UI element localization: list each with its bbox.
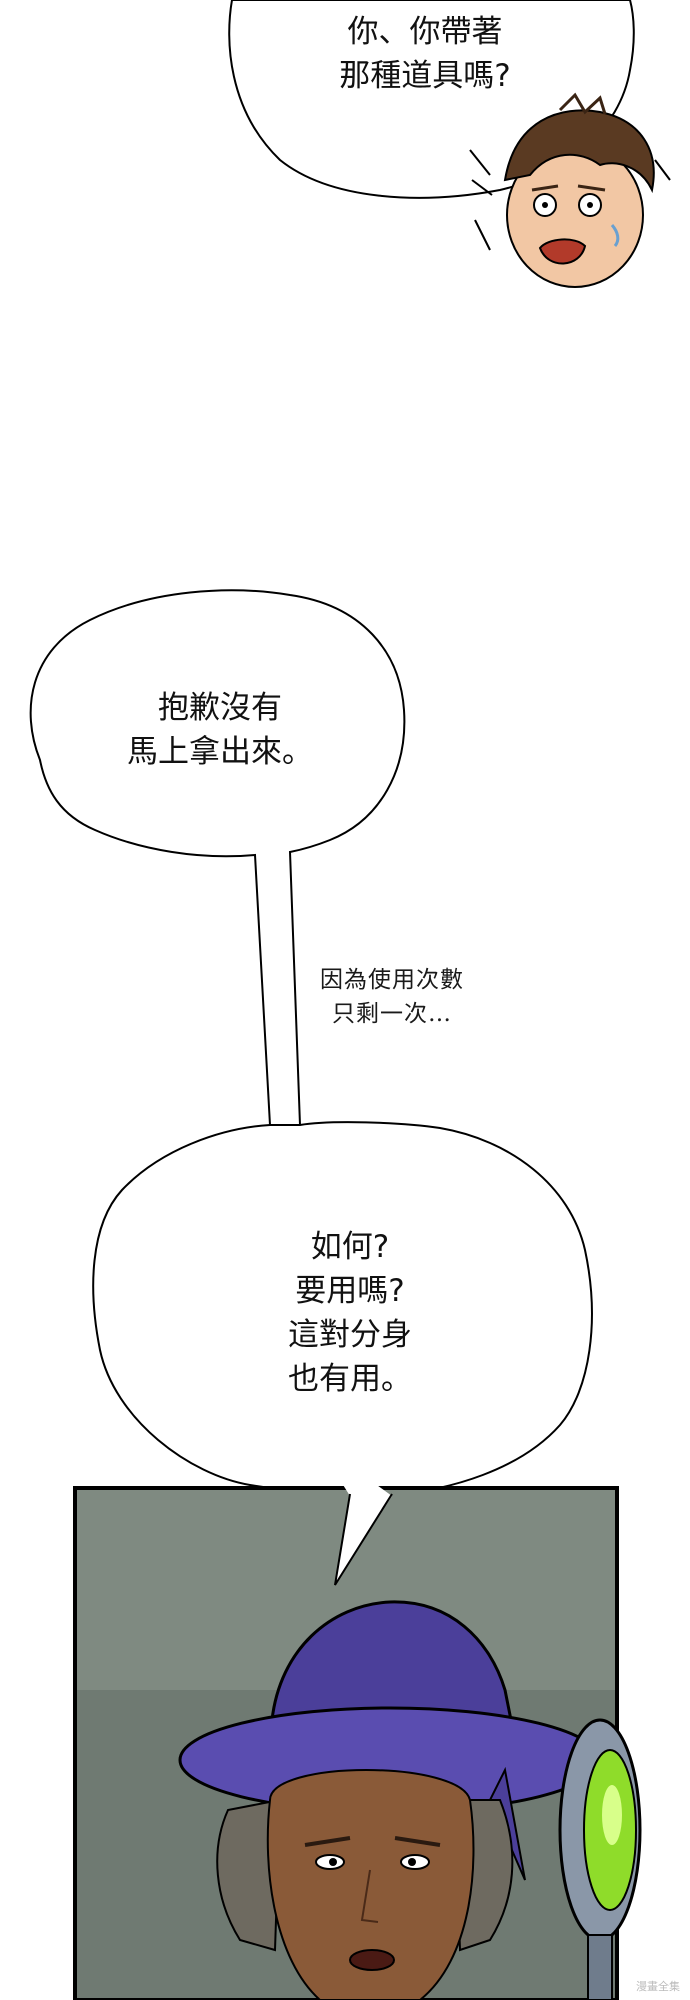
speech-line: 也有用。	[288, 1361, 412, 1397]
speech-bubble-2-text: 抱歉沒有 馬上拿出來。	[110, 686, 330, 774]
watermark: 漫畫全集	[636, 1980, 680, 1993]
merchant-in-purple-hat	[178, 1600, 602, 2000]
green-orb-device	[558, 1718, 642, 2000]
narration-line: 因為使用次數	[320, 967, 464, 993]
speech-bubble-3-tail	[335, 1480, 392, 1585]
speech-bubble-3-tail-outline	[334, 1493, 393, 1586]
speech-line: 抱歉沒有	[158, 690, 282, 726]
speech-line: 要用嗎?	[295, 1273, 405, 1309]
narration-text: 因為使用次數 只剩一次…	[302, 963, 482, 1031]
surprised-boy-face	[469, 92, 671, 288]
speech-line: 馬上拿出來。	[127, 734, 313, 770]
speech-bubble-2	[29, 589, 406, 1126]
speech-line: 如何?	[310, 1229, 390, 1265]
speech-line: 你、你帶著	[347, 14, 503, 50]
speech-line: 這對分身	[288, 1317, 412, 1353]
speech-bubble-1-text: 你、你帶著 那種道具嗎?	[325, 10, 525, 98]
speech-line: 那種道具嗎?	[339, 58, 511, 94]
narration-line: 只剩一次…	[332, 1001, 452, 1027]
speech-bubble-3-text: 如何? 要用嗎? 這對分身 也有用。	[250, 1225, 450, 1401]
